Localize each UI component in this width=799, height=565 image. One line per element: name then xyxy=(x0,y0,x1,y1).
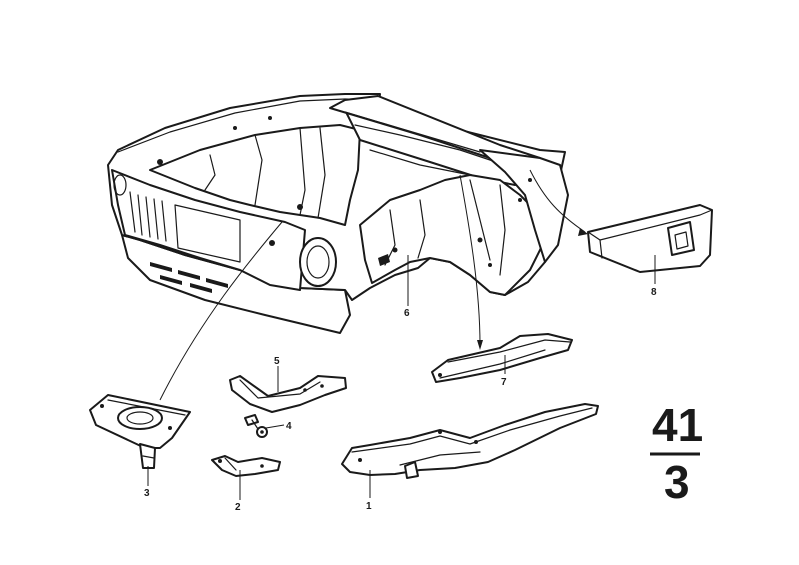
callout-2: 2 xyxy=(235,502,241,513)
callout-6: 6 xyxy=(404,308,410,319)
part-8-side-panel xyxy=(587,204,713,273)
part-7-rail xyxy=(431,333,573,383)
callout-5: 5 xyxy=(274,356,280,367)
callout-3: 3 xyxy=(144,488,150,499)
callout-8: 8 xyxy=(651,287,657,298)
group-main-number: 41 xyxy=(652,399,703,451)
group-sub-number: 3 xyxy=(664,456,690,508)
front-body-shell xyxy=(107,93,569,334)
callout-1: 1 xyxy=(366,501,372,512)
group-number: 41 3 xyxy=(650,399,703,508)
callout-leaders xyxy=(147,255,656,500)
callout-4: 4 xyxy=(286,421,292,432)
callout-7: 7 xyxy=(501,377,507,388)
part-5-bracket xyxy=(229,375,347,413)
part-2-bracket xyxy=(211,455,281,477)
callout-labels: 1 2 3 4 5 6 7 8 xyxy=(144,287,657,513)
leader-arrows xyxy=(159,169,588,401)
part-3-support-tray xyxy=(89,394,191,469)
part-4-bolt xyxy=(244,414,268,438)
part-1-frame-member xyxy=(341,403,599,479)
